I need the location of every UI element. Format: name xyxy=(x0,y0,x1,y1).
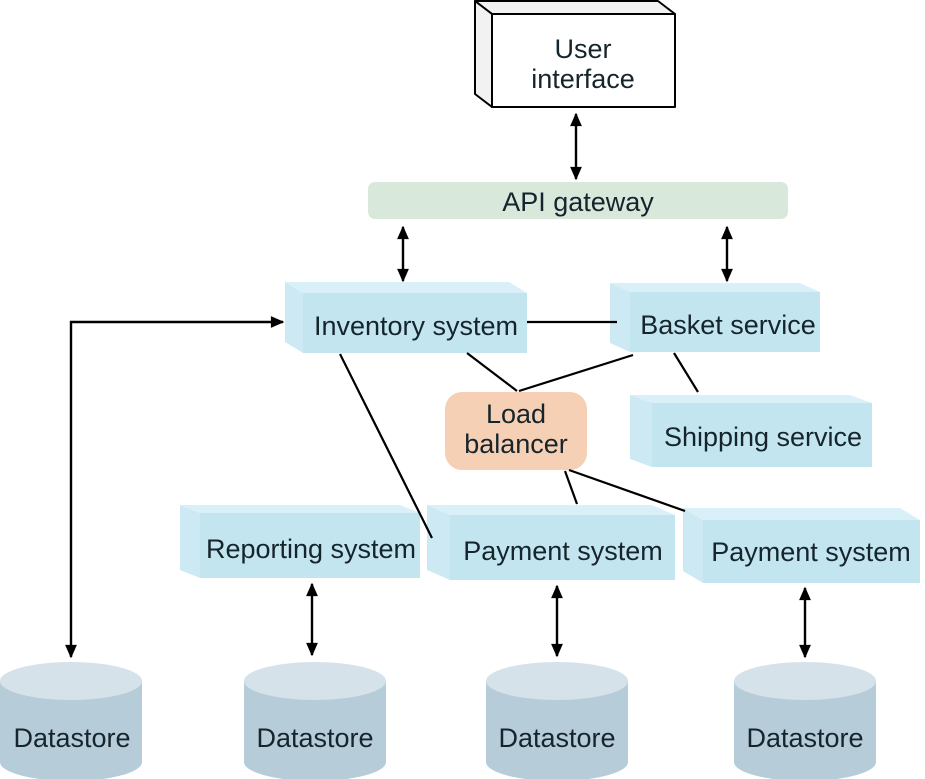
user-interface-left-face xyxy=(474,0,493,108)
datastore-2-label: Datastore xyxy=(256,723,373,753)
edge-inventory-loadbalancer-line xyxy=(466,352,518,392)
node-datastore-4: Datastore xyxy=(734,662,876,779)
basket-top-face xyxy=(610,283,820,292)
shipping-label: Shipping service xyxy=(664,422,862,452)
api-gateway-label: API gateway xyxy=(502,187,654,217)
node-basket-service: Basket service xyxy=(610,283,820,352)
node-load-balancer: Load balancer xyxy=(445,392,587,470)
inventory-front-face xyxy=(303,293,527,353)
load-balancer-shape xyxy=(445,392,587,470)
node-payment-system-1: Payment system xyxy=(427,505,675,580)
api-gateway-shape xyxy=(368,182,788,219)
user-interface-top-face xyxy=(474,0,676,15)
node-reporting-system: Reporting system xyxy=(180,505,420,578)
node-datastore-3: Datastore xyxy=(486,662,628,779)
load-balancer-label-line2: balancer xyxy=(464,429,568,459)
payment-2-left-face xyxy=(683,508,703,583)
node-shipping-service: Shipping service xyxy=(630,395,872,467)
shipping-left-face xyxy=(630,395,652,467)
datastore-4-body xyxy=(734,681,876,779)
inventory-top-face xyxy=(285,282,527,293)
datastore-3-body xyxy=(486,681,628,779)
payment-1-label: Payment system xyxy=(463,536,663,566)
node-datastore-1: Datastore xyxy=(0,662,142,779)
edge-basket-shipping-line xyxy=(673,352,699,393)
datastore-2-body xyxy=(244,681,386,779)
basket-left-face xyxy=(610,283,630,352)
node-payment-system-2: Payment system xyxy=(683,508,920,583)
edge-basket-loadbalancer-line xyxy=(518,353,634,393)
payment-2-top-face xyxy=(683,508,920,520)
inventory-left-face xyxy=(285,282,303,353)
node-datastore-2: Datastore xyxy=(244,662,386,779)
datastore-3-top xyxy=(486,662,628,700)
edge-elbow-inventory-datastore1 xyxy=(65,316,285,659)
payment-2-front-face xyxy=(703,520,920,583)
payment-1-left-face xyxy=(427,505,450,580)
edges xyxy=(65,112,811,659)
load-balancer-label-line1: Load xyxy=(486,399,546,429)
shipping-top-face xyxy=(630,395,872,403)
node-user-interface: User interface xyxy=(474,0,676,108)
datastore-4-label: Datastore xyxy=(746,723,863,753)
user-interface-label-line1: User xyxy=(554,34,611,64)
payment-1-front-face xyxy=(450,515,675,580)
basket-front-face xyxy=(630,292,820,352)
basket-label: Basket service xyxy=(640,310,816,340)
shipping-front-face xyxy=(652,403,872,467)
datastore-1-top xyxy=(0,662,142,700)
edge-inventory-payment1-line xyxy=(339,353,433,539)
edge-loadbalancer-payment2-line xyxy=(568,468,686,513)
datastore-2-top xyxy=(244,662,386,700)
reporting-top-face xyxy=(180,505,420,513)
user-interface-label-line2: interface xyxy=(531,64,635,94)
reporting-left-face xyxy=(180,505,200,578)
datastore-3-label: Datastore xyxy=(498,723,615,753)
payment-2-label: Payment system xyxy=(711,537,911,567)
node-inventory-system: Inventory system xyxy=(285,282,527,353)
datastore-1-body xyxy=(0,681,142,779)
node-api-gateway: API gateway xyxy=(368,182,788,219)
inventory-label: Inventory system xyxy=(314,311,518,341)
datastore-4-top xyxy=(734,662,876,700)
edge-loadbalancer-payment1-line xyxy=(563,470,579,505)
payment-1-top-face xyxy=(427,505,675,515)
datastore-1-label: Datastore xyxy=(13,723,130,753)
user-interface-front-face xyxy=(491,13,676,108)
reporting-label: Reporting system xyxy=(206,534,416,564)
